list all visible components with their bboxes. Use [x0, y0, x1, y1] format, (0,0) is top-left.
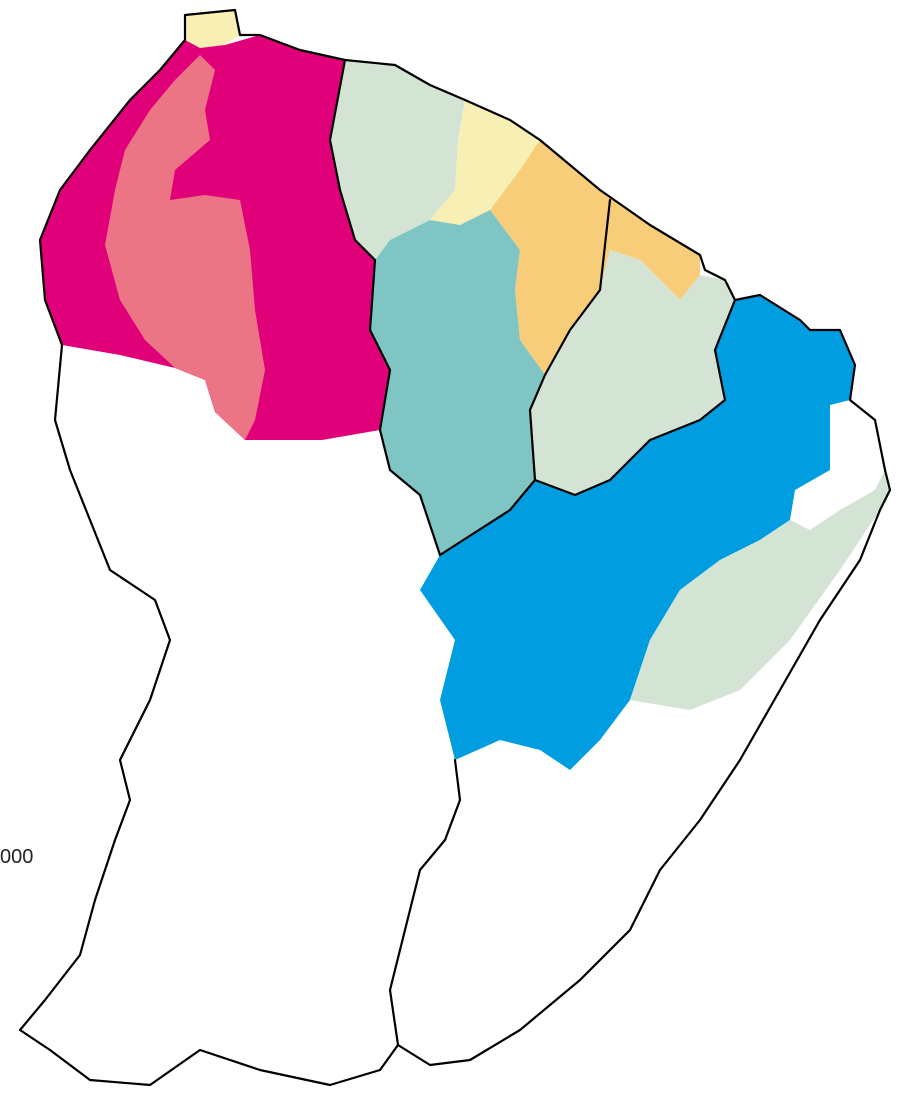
region-south-west-white	[20, 345, 460, 1085]
region-northwest-tip-yellow	[185, 10, 240, 48]
region-east-coast-white	[790, 398, 885, 530]
region-northwest-salmon	[105, 55, 265, 440]
region-north-coast-orange	[490, 140, 700, 375]
region-southeast-green	[630, 470, 890, 710]
region-north-central-green	[330, 60, 465, 260]
region-north-coast-yellow	[430, 100, 540, 225]
inner-border-north-split	[328, 58, 442, 557]
region-east-blue	[420, 295, 855, 770]
outer-border	[18, 8, 892, 1087]
legend-fragment-text: 000	[0, 846, 34, 868]
inner-border-south-split	[438, 478, 537, 557]
inner-border-south-divide	[388, 758, 462, 1047]
region-east-central-green	[530, 250, 735, 495]
region-south-east-white	[390, 510, 880, 1065]
region-central-teal	[370, 210, 545, 555]
inner-border-east-split	[528, 198, 737, 497]
